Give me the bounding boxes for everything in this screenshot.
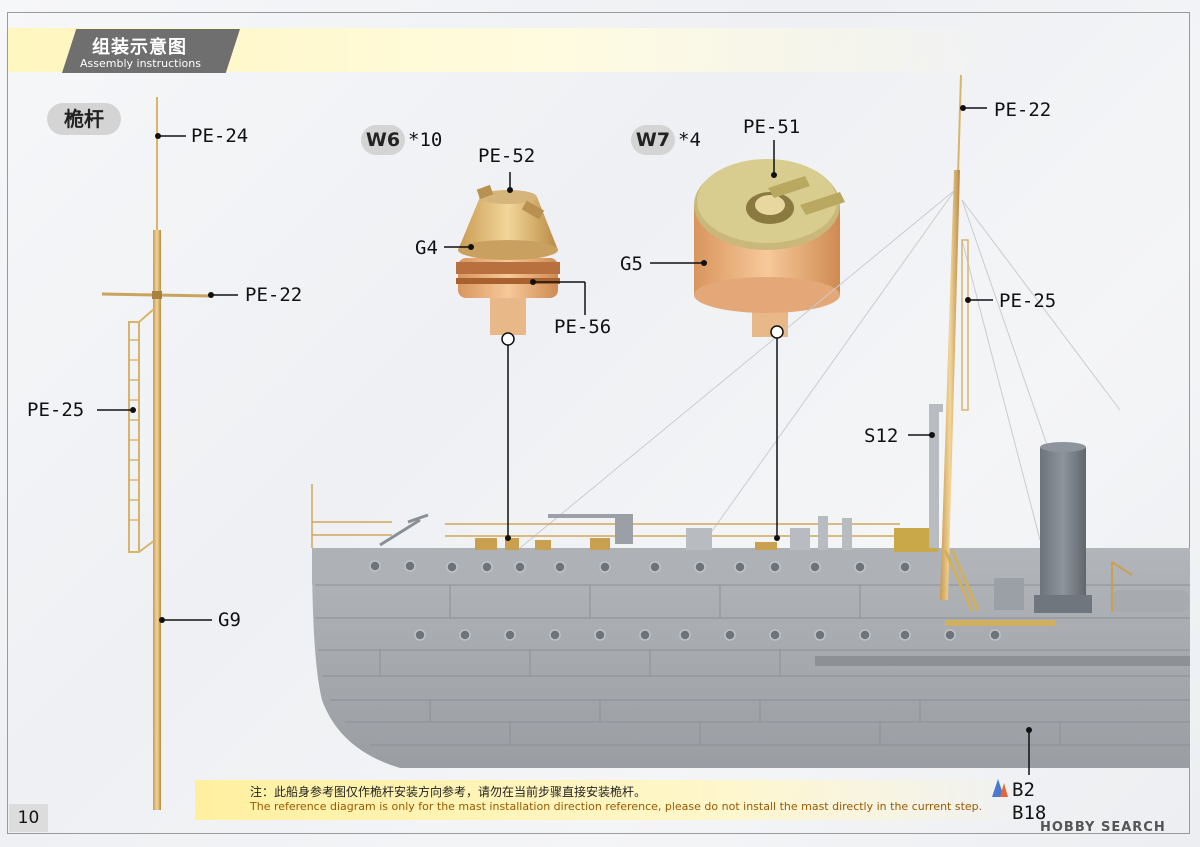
deck-fittings	[379, 513, 938, 552]
w7-code-badge: W7	[631, 125, 675, 155]
callout-w7-top: PE-51	[743, 116, 801, 138]
ship-mast	[929, 74, 980, 611]
callout-mast-yard: PE-22	[245, 284, 303, 306]
title-english: Assembly instructions	[80, 57, 201, 70]
watermark: HOBBY SEARCH	[1040, 820, 1166, 835]
w7-part	[694, 159, 845, 337]
callout-w7-body: G5	[620, 253, 643, 275]
callout-mast-pole: G9	[218, 609, 241, 631]
title-tab	[62, 29, 240, 73]
w6-code-badge: W6	[361, 125, 405, 155]
page-number: 10	[9, 804, 48, 832]
w7-quantity: *4	[678, 129, 701, 151]
notice-chinese: 注：此船身参考图仅作桅杆安装方向参考，请勿在当前步骤直接安装桅杆。	[250, 785, 647, 799]
w6-part	[456, 184, 560, 335]
callout-ship-mast-ladder: PE-25	[999, 290, 1057, 312]
w6-quantity: *10	[408, 129, 443, 151]
ship-hull	[312, 548, 1190, 768]
notice-band	[195, 780, 1025, 820]
callout-ship-mast-top: PE-22	[994, 99, 1052, 121]
attach-point-icon	[501, 325, 784, 346]
callout-w6-base: PE-56	[554, 316, 612, 338]
callout-mast-ladder: PE-25	[27, 399, 85, 421]
callout-dot-icon	[130, 105, 1032, 733]
portholes	[369, 560, 1001, 641]
callout-mast-top: PE-24	[191, 125, 249, 147]
page-frame	[7, 12, 1190, 834]
mast-assembly	[101, 97, 213, 810]
mast-section-label: 桅杆	[47, 103, 121, 135]
callout-ship-pipe: S12	[864, 425, 899, 447]
leader-lines	[97, 107, 1030, 775]
callout-w6-body: G4	[415, 237, 438, 259]
callout-w6-top: PE-52	[478, 145, 536, 167]
funnel	[994, 442, 1190, 613]
title-chinese: 组装示意图	[92, 37, 187, 58]
notice-english: The reference diagram is only for the ma…	[250, 800, 983, 813]
